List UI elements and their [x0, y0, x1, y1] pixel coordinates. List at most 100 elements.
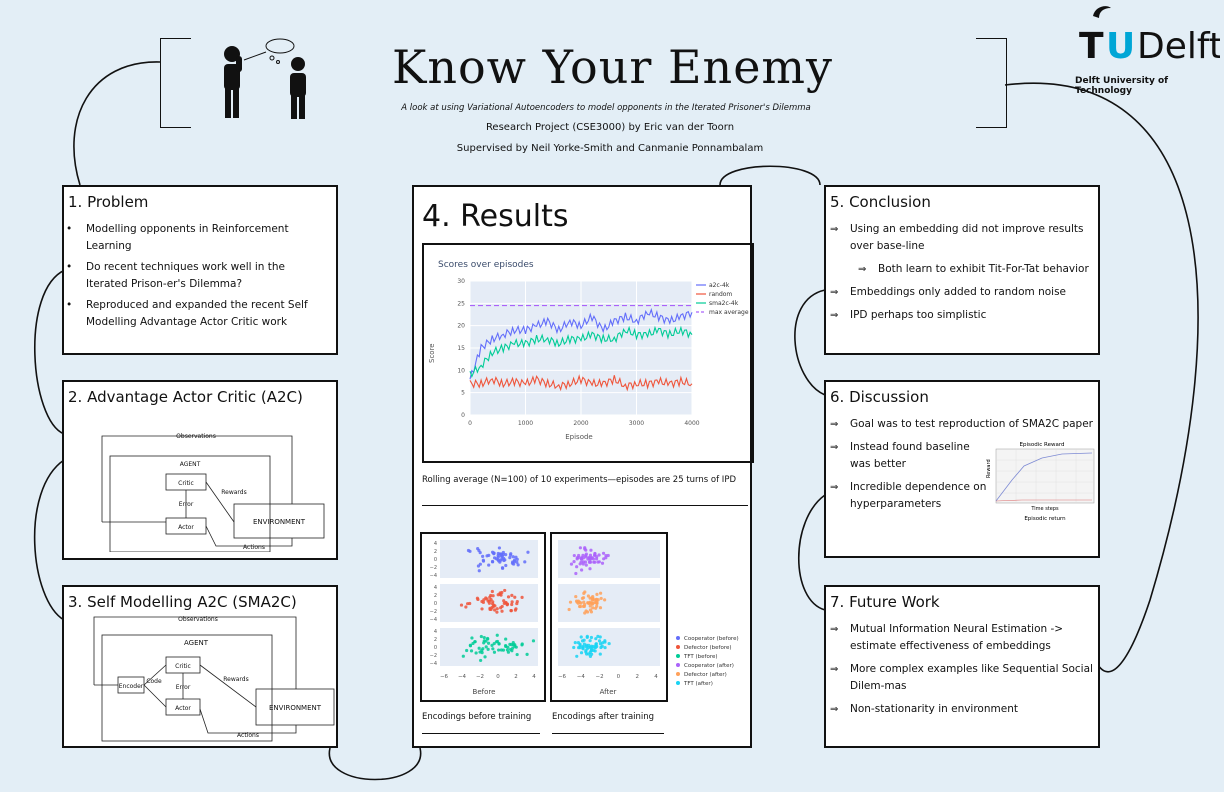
scatter-point [497, 546, 502, 550]
scatter-point [579, 651, 584, 655]
after-caption: Encodings after training [552, 712, 655, 722]
scatter-point [592, 598, 596, 602]
problem-title: 1. Problem [68, 193, 149, 211]
scatter-point [498, 560, 502, 564]
series-line-a2c-4k [469, 307, 693, 380]
y-tick-label: 20 [457, 323, 465, 330]
legend-label: Cooperator (before) [684, 636, 739, 642]
scatter-point [578, 600, 582, 604]
discussion-item: Instead found baseline was better [830, 439, 990, 473]
scatter-panel [440, 540, 538, 578]
scatter-point [585, 647, 589, 651]
y-tick-label: 10 [457, 367, 465, 374]
legend-dot [676, 654, 680, 658]
scatter-point [595, 592, 599, 597]
scatter-point [591, 601, 595, 605]
scatter-point [479, 658, 483, 663]
legend-label: a2c-4k [709, 282, 730, 289]
scatter-point [581, 646, 585, 650]
y-tick-label: 4 [434, 541, 437, 547]
conclusion-title: 5. Conclusion [830, 193, 931, 211]
scatter-point [506, 650, 511, 654]
scatter-panel [558, 540, 660, 578]
flame-icon: T U Delft [1079, 6, 1223, 67]
scatter-point [479, 634, 483, 639]
scatter-point [574, 594, 578, 599]
y-tick-label: 15 [457, 345, 465, 352]
a2c-rewards: Rewards [221, 489, 246, 496]
scatter-point [485, 636, 490, 641]
scatter-point [575, 600, 579, 604]
scatter-point [508, 553, 513, 557]
scatter-point [590, 596, 594, 600]
x-tick-label: −4 [458, 674, 467, 680]
legend-label: sma2c-4k [709, 300, 739, 307]
scatter-point [578, 643, 582, 648]
scatter-point [591, 606, 595, 610]
scatter-point [510, 561, 515, 565]
scatter-point [511, 555, 515, 559]
scatter-point [580, 639, 585, 643]
scatter-point [500, 609, 504, 613]
scatter-point [488, 595, 492, 599]
divider [552, 733, 664, 734]
scatter-point [496, 554, 500, 558]
scatter-legend-item: TFT (after) [676, 680, 752, 689]
legend-dot [676, 663, 680, 667]
conclusion-item: Embeddings only added to random noise [830, 284, 1096, 301]
x-tick-label: 0 [468, 420, 472, 427]
scatter-point [575, 556, 579, 560]
scatter-point [572, 560, 576, 564]
sma2c-title: 3. Self Modelling A2C (SMA2C) [68, 593, 297, 611]
sma2c-code: Code [146, 678, 162, 685]
scatter-point [510, 593, 514, 598]
legend-label: random [709, 291, 732, 298]
scatter-point [500, 604, 504, 609]
a2c-observations: Observations [176, 433, 216, 440]
a2c-actor: Actor [178, 524, 194, 531]
scatter-point [502, 599, 506, 603]
scatter-point [515, 652, 519, 657]
scatter-point [590, 645, 594, 649]
scatter-point [603, 598, 607, 602]
scatter-point [597, 560, 601, 564]
scatter-point [490, 559, 495, 564]
legend-label: TFT (before) [684, 654, 718, 660]
logo-subtext: Delft University of Technology [1075, 76, 1169, 96]
scatter-point [482, 636, 486, 640]
scatter-point [595, 644, 599, 649]
scatter-point [476, 564, 481, 568]
scatter-point [583, 602, 587, 607]
results-title: 4. Results [422, 199, 569, 234]
y-tick-label: 0 [434, 645, 437, 651]
scatter-point [493, 608, 497, 612]
a2c-error: Error [179, 501, 194, 508]
scatter-point [572, 645, 576, 650]
y-tick-label: 0 [434, 557, 437, 563]
y-tick-label: 5 [461, 390, 465, 397]
scatter-point [580, 568, 584, 572]
thinking-people-icon [224, 38, 306, 119]
logo-text: Delft [1137, 26, 1220, 62]
sma2c-rewards: Rewards [223, 676, 248, 683]
scatter-point [578, 562, 582, 566]
scatter-point [477, 569, 481, 573]
scatter-point [593, 551, 597, 556]
scatter-point [598, 606, 603, 610]
x-tick-label: 4000 [684, 420, 699, 427]
scatter-point [459, 603, 464, 607]
scatter-point [595, 604, 599, 608]
svg-text:U: U [1106, 26, 1135, 62]
scatter-point [489, 607, 493, 611]
supervisor-line: Supervised by Neil Yorke-Smith and Canma… [456, 143, 764, 154]
y-tick-label: 25 [457, 300, 465, 307]
scatter-point [575, 654, 579, 658]
chart-title: Scores over episodes [438, 260, 534, 270]
scatter-point [588, 604, 592, 608]
a2c-environment: ENVIRONMENT [253, 518, 306, 526]
conclusion-item: IPD perhaps too simplistic [830, 307, 1096, 324]
x-tick-label: 1000 [518, 420, 533, 427]
